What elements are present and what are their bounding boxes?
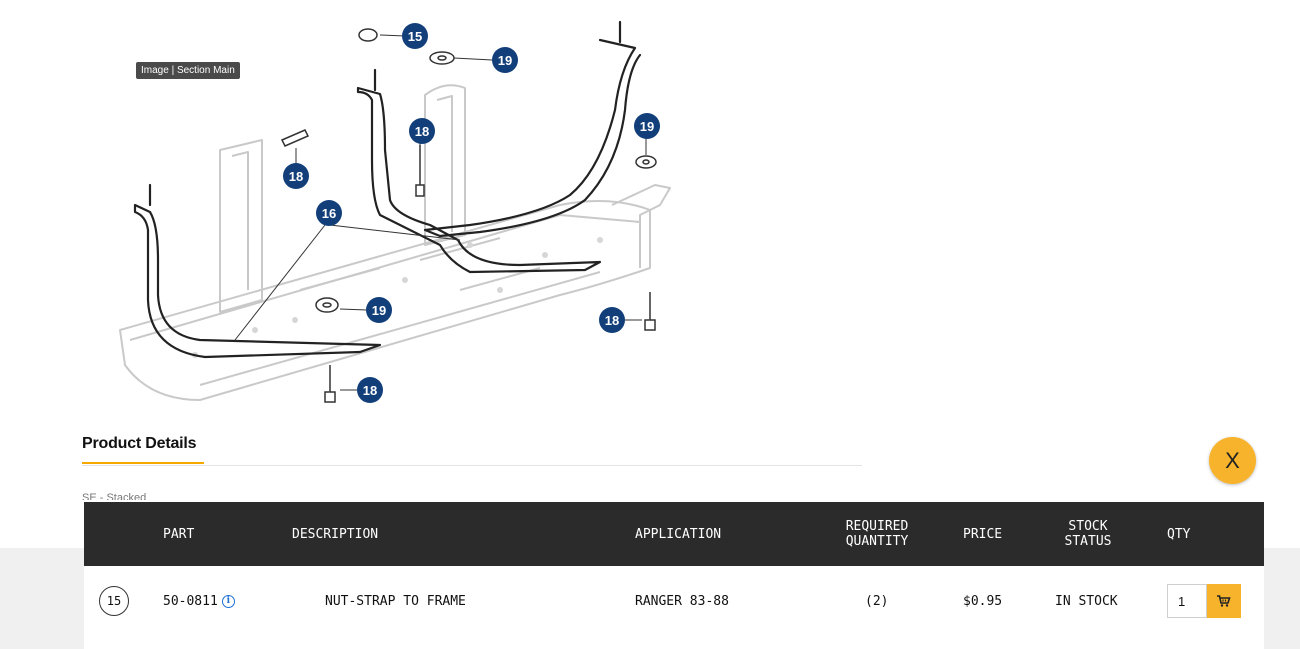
header-description: DESCRIPTION [292, 526, 379, 542]
image-tooltip: Image | Section Main [136, 62, 240, 79]
row-required-quantity: (2) [865, 593, 889, 609]
divider [82, 465, 862, 466]
header-part: PART [163, 526, 195, 542]
part-number[interactable]: 50-0811 [163, 593, 218, 609]
callout-badge[interactable]: 15 [402, 23, 428, 49]
row-price: $0.95 [963, 593, 1003, 609]
header-required-quantity: REQUIRED QUANTITY [844, 502, 910, 566]
header-required-line2: QUANTITY [845, 534, 909, 549]
row-ref: 15 [99, 566, 129, 636]
cart-icon [1217, 595, 1231, 607]
header-stock-line1: STOCK [1068, 519, 1108, 534]
add-to-cart-button[interactable] [1207, 584, 1241, 618]
header-price: PRICE [963, 526, 1003, 542]
header-stock-status: STOCK STATUS [1062, 502, 1114, 566]
truncated-text: SE - Stacked [82, 492, 147, 500]
row-description: NUT-STRAP TO FRAME [325, 593, 466, 609]
callout-badge[interactable]: 18 [599, 307, 625, 333]
close-icon: X [1225, 447, 1240, 473]
table-header: PART DESCRIPTION APPLICATION REQUIRED QU… [84, 502, 1264, 566]
callout-badge[interactable]: 19 [492, 47, 518, 73]
callout-badge[interactable]: 16 [316, 200, 342, 226]
table-row: 15 50-0811 i NUT-STRAP TO FRAME RANGER 8… [84, 566, 1264, 649]
active-tab-underline [82, 462, 204, 464]
callout-badge[interactable]: 18 [283, 163, 309, 189]
callout-badge[interactable]: 18 [409, 118, 435, 144]
product-details-heading[interactable]: Product Details [82, 435, 197, 452]
callout-badge[interactable]: 19 [366, 297, 392, 323]
parts-table: PART DESCRIPTION APPLICATION REQUIRED QU… [84, 502, 1264, 649]
callout-badge[interactable]: 18 [357, 377, 383, 403]
header-stock-line2: STATUS [1064, 534, 1112, 549]
parts-diagram [119, 20, 671, 403]
row-part: 50-0811 i [163, 566, 235, 636]
header-application: APPLICATION [635, 526, 722, 542]
header-qty: QTY [1167, 526, 1191, 542]
close-button[interactable]: X [1209, 437, 1256, 484]
row-stock-status: IN STOCK [1055, 593, 1118, 609]
row-qty: 1 [1167, 566, 1241, 636]
callout-badge[interactable]: 19 [634, 113, 660, 139]
info-icon[interactable]: i [221, 594, 235, 608]
header-required-line1: REQUIRED [845, 519, 909, 534]
row-application: RANGER 83-88 [635, 593, 729, 609]
quantity-input[interactable]: 1 [1167, 584, 1207, 618]
callout-ref-badge: 15 [99, 586, 129, 616]
